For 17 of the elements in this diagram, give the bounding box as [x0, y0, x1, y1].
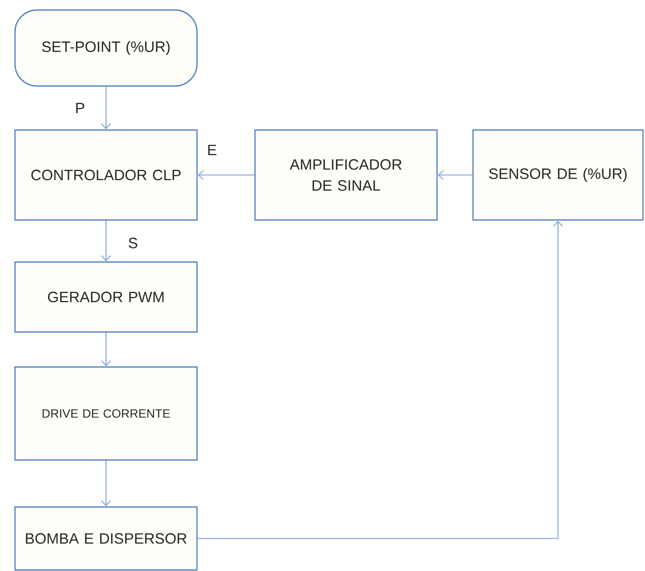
arrow [101, 220, 111, 262]
arrow [438, 170, 472, 180]
terminal-box: SET-POINT (%UR) [14, 9, 198, 87]
edge-label: E [208, 144, 216, 156]
process-box: AMPLIFICADOR DE SINAL [254, 129, 438, 221]
edge-label: S [128, 238, 138, 248]
arrow [198, 220, 563, 540]
arrow [101, 460, 111, 506]
arrow [101, 332, 111, 366]
process-box: DRIVE DE CORRENTE [14, 366, 198, 461]
arrow [101, 86, 111, 130]
edge-label: P [76, 102, 84, 114]
process-box: BOMBA E DISPERSOR [14, 506, 198, 571]
process-box: CONTROLADOR CLP [14, 129, 198, 221]
arrow [198, 170, 254, 180]
process-box: GERADOR PWM [14, 261, 198, 333]
process-box: SENSOR DE (%UR) [472, 129, 644, 221]
